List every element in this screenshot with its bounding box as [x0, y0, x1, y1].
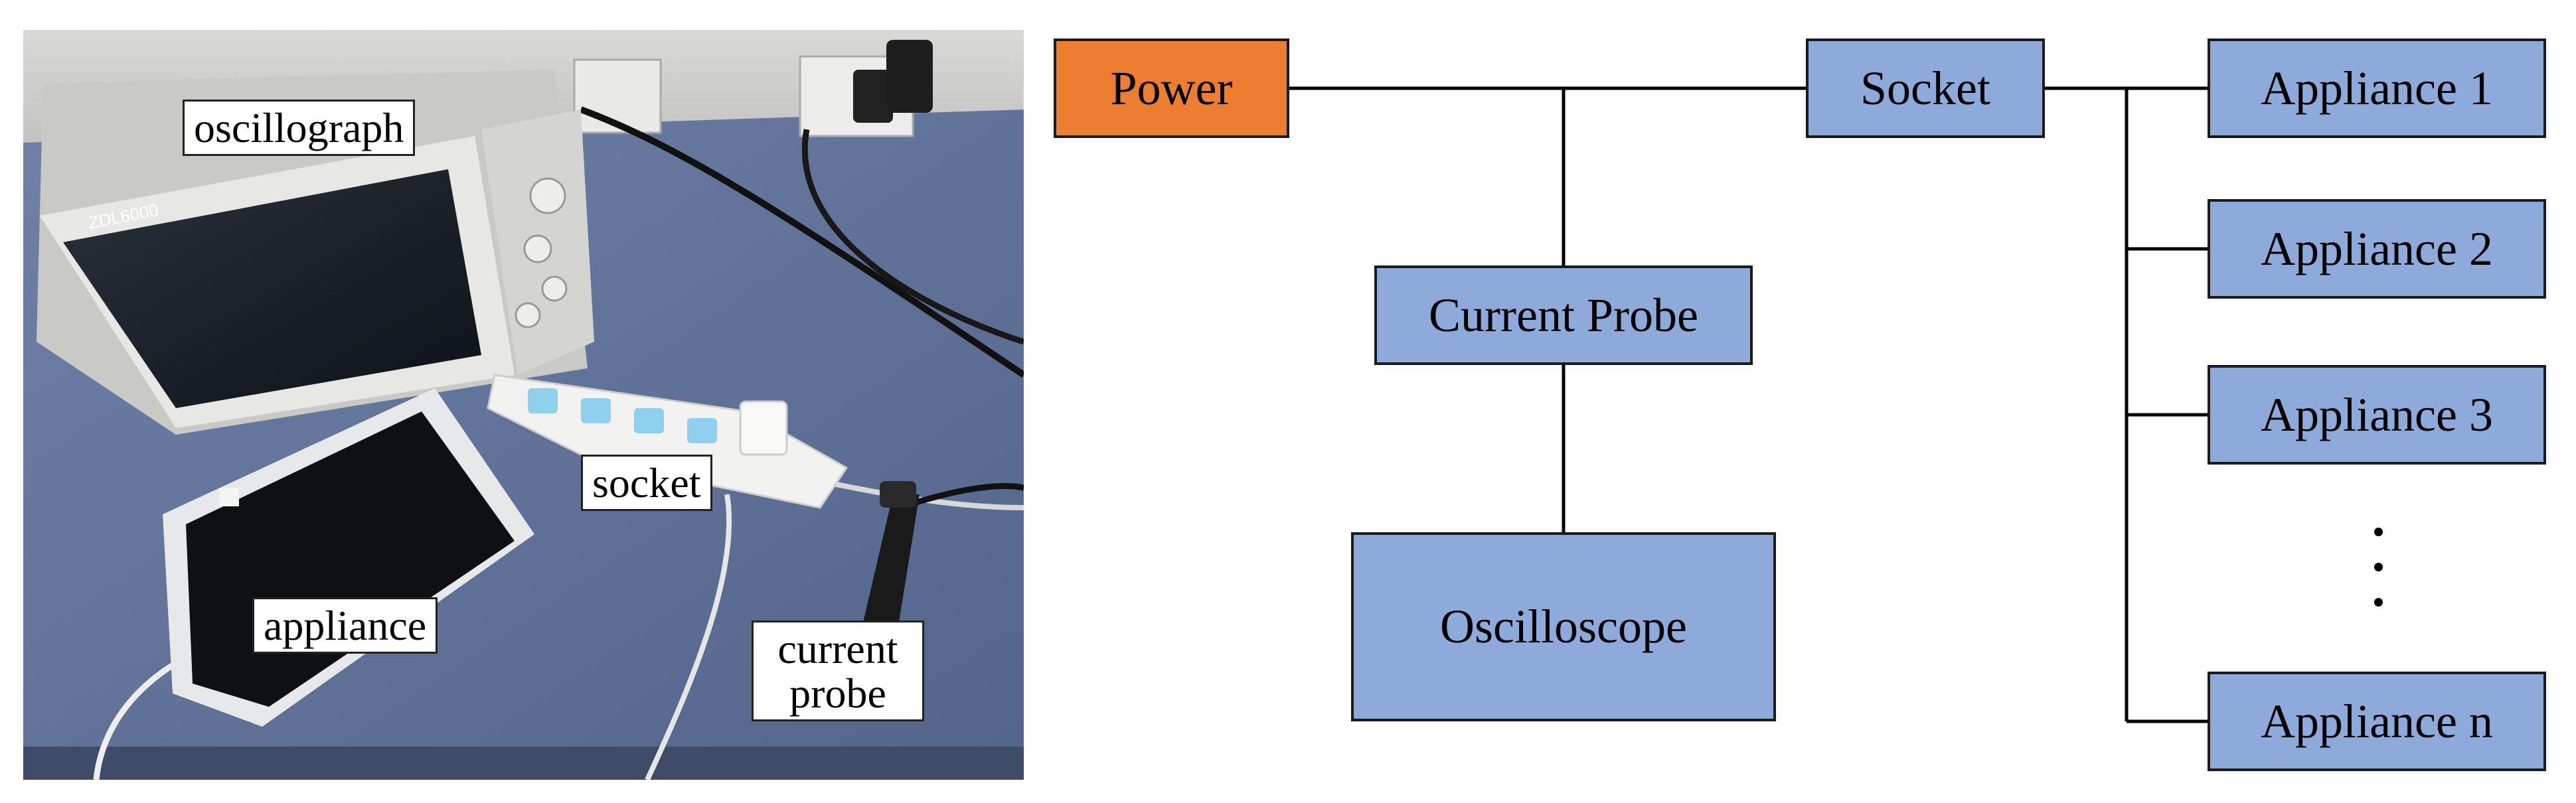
- ellipsis-dot: [2374, 528, 2383, 536]
- ellipsis-dots: [2372, 528, 2385, 607]
- black-cable: [802, 129, 1024, 345]
- node-appliance-1: Appliance 1: [2208, 38, 2546, 138]
- white-cable: [645, 494, 732, 780]
- black-cable: [580, 106, 1024, 378]
- table-edge: [23, 747, 1024, 780]
- oscilloscope-knob: [541, 275, 568, 302]
- label-oscillograph: oscillograph: [183, 100, 416, 157]
- power-strip-outlet: [581, 398, 611, 423]
- node-power: Power: [1054, 38, 1289, 138]
- oscilloscope-knob: [515, 302, 541, 328]
- node-appliance-2: Appliance 2: [2208, 199, 2546, 299]
- node-oscilloscope: Oscilloscope: [1351, 532, 1776, 721]
- tablet-tab: [219, 488, 239, 506]
- power-adapter: [886, 40, 933, 113]
- power-strip-outlet: [634, 408, 664, 433]
- lab-photo: ZDL6000 oscillograph socket appliance cu…: [23, 30, 1024, 780]
- label-current-probe: current probe: [752, 620, 924, 722]
- node-appliance-3: Appliance 3: [2208, 365, 2546, 465]
- node-current-probe: Current Probe: [1374, 265, 1753, 365]
- label-appliance: appliance: [252, 597, 438, 654]
- wall-plug: [853, 70, 893, 123]
- oscilloscope-knob: [523, 234, 552, 263]
- node-socket: Socket: [1806, 38, 2045, 138]
- current-probe-jaw: [880, 481, 916, 508]
- wall-outlet: [573, 58, 662, 134]
- lab-photo-scene: ZDL6000: [23, 30, 1024, 780]
- adapter-plug: [739, 400, 788, 456]
- oscilloscope-screen: [63, 169, 481, 408]
- ellipsis-dot: [2374, 563, 2383, 571]
- label-current-probe-line1: current: [777, 625, 898, 672]
- node-appliance-n: Appliance n: [2208, 672, 2546, 771]
- ellipsis-dot: [2374, 598, 2383, 607]
- power-strip-outlet: [687, 418, 717, 443]
- oscilloscope-knob: [529, 177, 566, 214]
- label-socket: socket: [581, 455, 712, 512]
- label-current-probe-line2: probe: [789, 670, 886, 717]
- power-strip-outlet: [528, 388, 558, 413]
